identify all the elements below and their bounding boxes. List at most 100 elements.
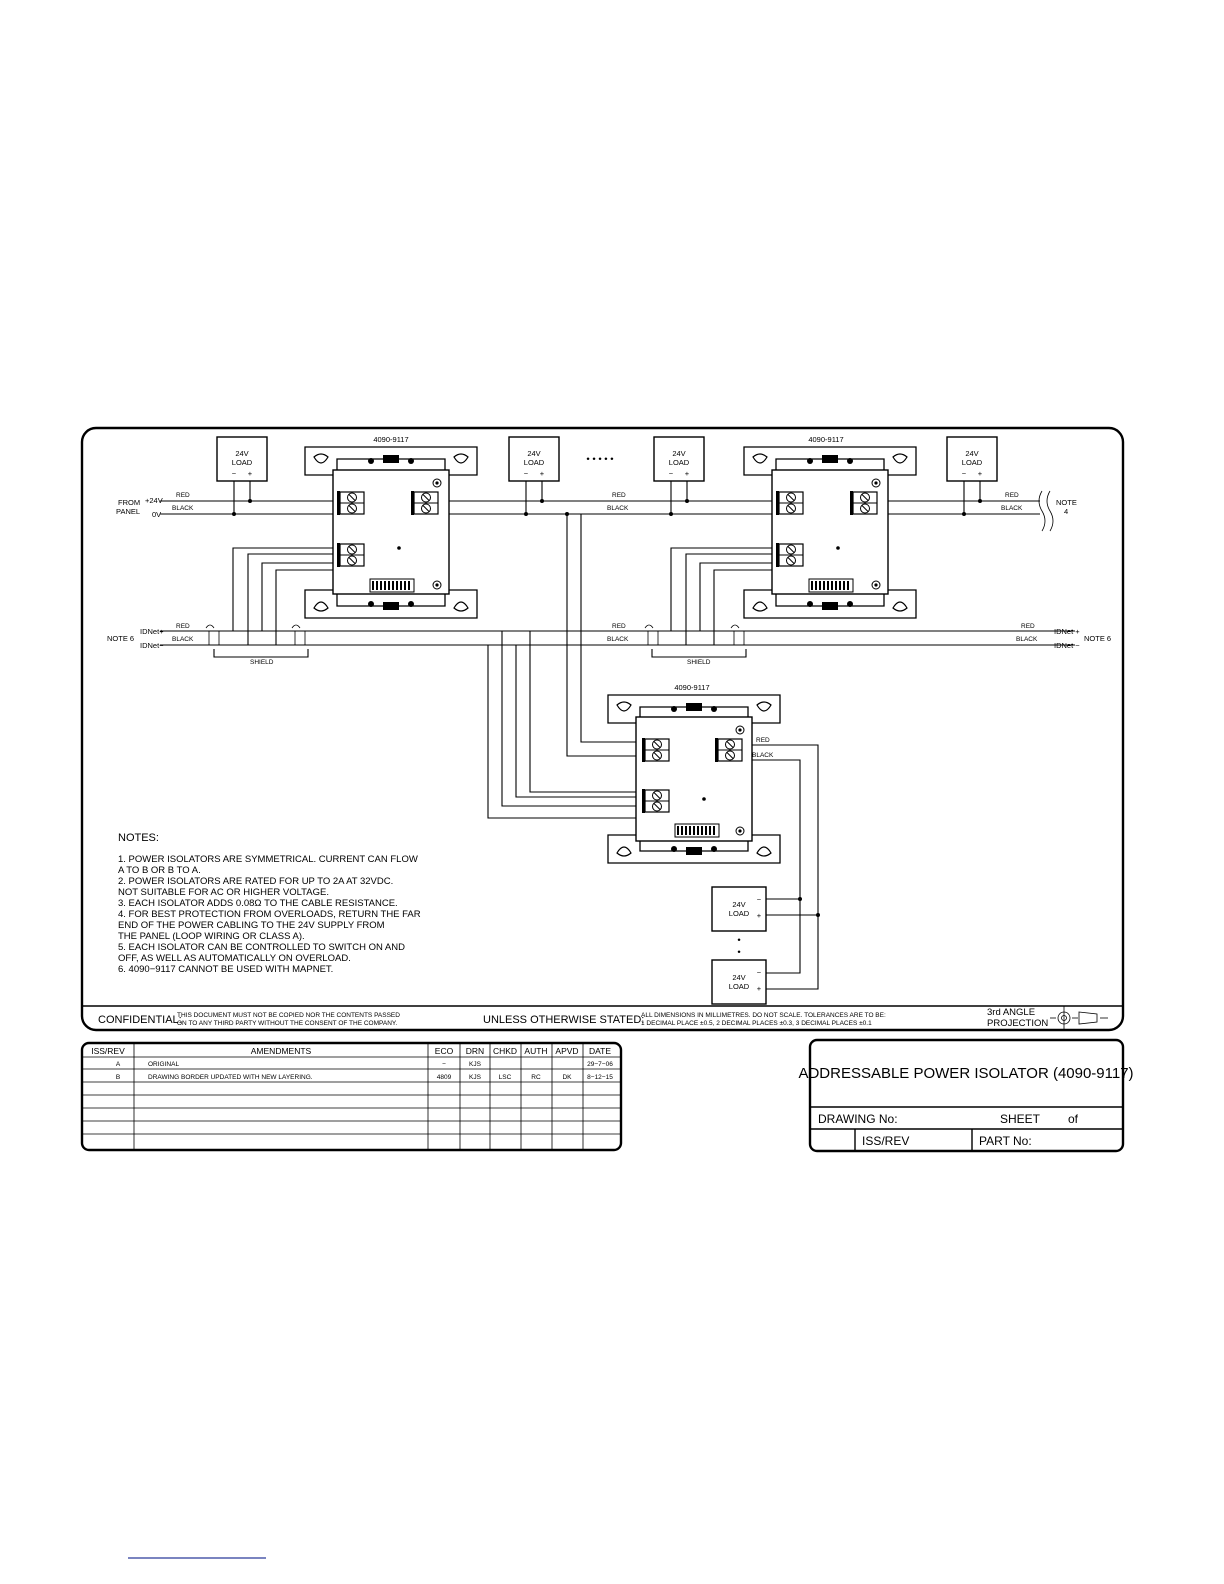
svg-text:IDNet+: IDNet+ [140, 627, 164, 636]
svg-text:PANEL: PANEL [116, 507, 140, 516]
svg-text:+: + [685, 469, 690, 478]
svg-text:KJS: KJS [469, 1074, 482, 1081]
svg-text:29−7−06: 29−7−06 [587, 1061, 613, 1068]
svg-text:DRN: DRN [466, 1046, 484, 1056]
svg-text:RED: RED [176, 492, 190, 499]
svg-text:+: + [248, 469, 253, 478]
svg-text:LOAD: LOAD [729, 982, 750, 991]
svg-text:−: − [962, 469, 967, 478]
svg-text:3. EACH ISOLATOR ADDS 0.08: 3. EACH ISOLATOR ADDS 0.08Ω TO THE CABLE… [118, 898, 398, 909]
svg-text:SHIELD: SHIELD [250, 659, 274, 666]
svg-text:END OF THE POWER CABLING: END OF THE POWER CABLING TO THE 24V SUPP… [118, 920, 385, 931]
svg-text:24V: 24V [527, 449, 540, 458]
svg-text:THE PANEL (LOOP WIRING OR: THE PANEL (LOOP WIRING OR CLASS A). [118, 931, 305, 942]
svg-text:CONFIDENTIAL:: CONFIDENTIAL: [98, 1014, 182, 1026]
footer-strip: CONFIDENTIAL: THIS DOCUMENT MUST NOT BE … [98, 1006, 1108, 1030]
svg-text:LOAD: LOAD [729, 909, 750, 918]
svg-text:LOAD: LOAD [524, 458, 545, 467]
svg-text:A: A [116, 1061, 121, 1068]
svg-text:NOT SUITABLE FOR AC OR HI: NOT SUITABLE FOR AC OR HIGHER VOLTAGE. [118, 887, 329, 898]
svg-text:24V: 24V [672, 449, 685, 458]
drawing-title: ADDRESSABLE POWER ISOLATOR (4090-9117) [798, 1065, 1133, 1082]
svg-text:RED: RED [1005, 492, 1019, 499]
svg-text:UNLESS OTHERWISE STATED:: UNLESS OTHERWISE STATED: [483, 1014, 644, 1026]
svg-text:0V: 0V [152, 510, 161, 519]
svg-text:BLACK: BLACK [1016, 636, 1038, 643]
svg-text:−: − [669, 469, 674, 478]
svg-text:of: of [1068, 1112, 1079, 1126]
svg-text:APVD: APVD [555, 1046, 578, 1056]
svg-text:DRAWING BORDER UPDATED WITH: DRAWING BORDER UPDATED WITH NEW LAYERING… [148, 1074, 313, 1081]
svg-text:24V: 24V [732, 973, 745, 982]
svg-text:4090-9117: 4090-9117 [808, 435, 843, 444]
load-4: 24V LOAD − + [946, 436, 998, 482]
svg-text:FROM: FROM [118, 498, 140, 507]
svg-text:4809: 4809 [437, 1074, 452, 1081]
continuation-dots: • • • • • [586, 454, 613, 465]
svg-text:LSC: LSC [499, 1074, 512, 1081]
load-2: 24V LOAD − + [508, 436, 560, 482]
svg-text:−: − [232, 469, 237, 478]
svg-text:DRAWING No:: DRAWING No: [818, 1112, 898, 1126]
svg-text:PART No:: PART No: [979, 1134, 1032, 1148]
shield-marks [205, 624, 745, 645]
svg-text:KJS: KJS [469, 1061, 482, 1068]
load-5: 24V LOAD − + [711, 886, 767, 932]
svg-text:B: B [116, 1074, 120, 1081]
svg-text:NOTE: NOTE [1056, 498, 1077, 507]
wire-labels: FROM PANEL +24V 0V RED BLACK RED BLACK R… [107, 492, 1111, 759]
svg-text:THIS DOCUMENT MUST NOT BE: THIS DOCUMENT MUST NOT BE COPIED NOR THE… [177, 1012, 400, 1019]
junctions [232, 499, 982, 917]
load-3: 24V LOAD − + [653, 436, 705, 482]
svg-text:−: − [757, 968, 762, 977]
svg-text:ON TO ANY THIRD PARTY WIT: ON TO ANY THIRD PARTY WITHOUT THE CONSEN… [177, 1020, 397, 1027]
svg-text:NOTE 6: NOTE 6 [107, 634, 134, 643]
svg-text:+: + [757, 911, 762, 920]
vertical-dot-1: • [737, 935, 740, 946]
isolator-module-1: 4090-9117 [304, 435, 478, 619]
svg-text:3rd ANGLE: 3rd ANGLE [987, 1007, 1035, 1018]
svg-text:24V: 24V [965, 449, 978, 458]
svg-text:ECO: ECO [435, 1046, 454, 1056]
svg-text:+: + [978, 469, 983, 478]
svg-text:ORIGINAL: ORIGINAL [148, 1061, 179, 1068]
svg-text:RED: RED [612, 623, 626, 630]
svg-text:+: + [757, 984, 762, 993]
svg-text:NOTE 6: NOTE 6 [1084, 634, 1111, 643]
svg-text:−: − [757, 895, 762, 904]
svg-text:IDNet−: IDNet− [140, 641, 164, 650]
svg-text:SHIELD: SHIELD [687, 659, 711, 666]
svg-text:4090-9117: 4090-9117 [674, 683, 709, 692]
svg-text:ISS/REV: ISS/REV [862, 1134, 909, 1148]
isolator-module-2: 4090-9117 [743, 435, 917, 619]
svg-text:PROJECTION: PROJECTION [987, 1018, 1048, 1029]
svg-text:NOTES:: NOTES: [118, 832, 159, 844]
svg-text:+: + [540, 469, 545, 478]
svg-text:1. POWER ISOLATORS ARE SYM: 1. POWER ISOLATORS ARE SYMMETRICAL. CURR… [118, 854, 418, 865]
svg-text:ISS/REV: ISS/REV [91, 1046, 125, 1056]
amendments-table: ISS/REV AMENDMENTS ECO DRN CHKD AUTH APV… [80, 1041, 623, 1152]
svg-text:4: 4 [1064, 507, 1068, 516]
svg-text:4. FOR BEST PROTECTION FRO: 4. FOR BEST PROTECTION FROM OVERLOADS, R… [118, 909, 421, 920]
svg-text:BLACK: BLACK [752, 752, 774, 759]
svg-text:2. POWER ISOLATORS ARE RAT: 2. POWER ISOLATORS ARE RATED FOR UP TO 2… [118, 876, 393, 887]
svg-text:ALL DIMENSIONS IN MILLIMETR: ALL DIMENSIONS IN MILLIMETRES. DO NOT SC… [641, 1012, 886, 1019]
svg-text:AMENDMENTS: AMENDMENTS [251, 1046, 312, 1056]
projection-symbol-icon [1050, 1006, 1108, 1030]
table-row: A ORIGINAL − KJS 29−7−06 [116, 1061, 613, 1068]
drawing-border [80, 426, 1125, 1032]
svg-text:AUTH: AUTH [524, 1046, 547, 1056]
svg-text:LOAD: LOAD [962, 458, 983, 467]
svg-text:RED: RED [756, 737, 770, 744]
svg-text:CHKD: CHKD [493, 1046, 517, 1056]
svg-text:5. EACH ISOLATOR CAN BE C: 5. EACH ISOLATOR CAN BE CONTROLLED TO SW… [118, 942, 405, 953]
svg-text:8−12−15: 8−12−15 [587, 1074, 613, 1081]
vertical-dot-2: • [737, 947, 740, 958]
svg-text:BLACK: BLACK [1001, 505, 1023, 512]
svg-text:A TO B OR B TO A.: A TO B OR B TO A. [118, 865, 201, 876]
svg-text:+24V: +24V [145, 496, 163, 505]
svg-text:IDNet +: IDNet + [1054, 627, 1080, 636]
svg-text:LOAD: LOAD [232, 458, 253, 467]
svg-text:RED: RED [176, 623, 190, 630]
